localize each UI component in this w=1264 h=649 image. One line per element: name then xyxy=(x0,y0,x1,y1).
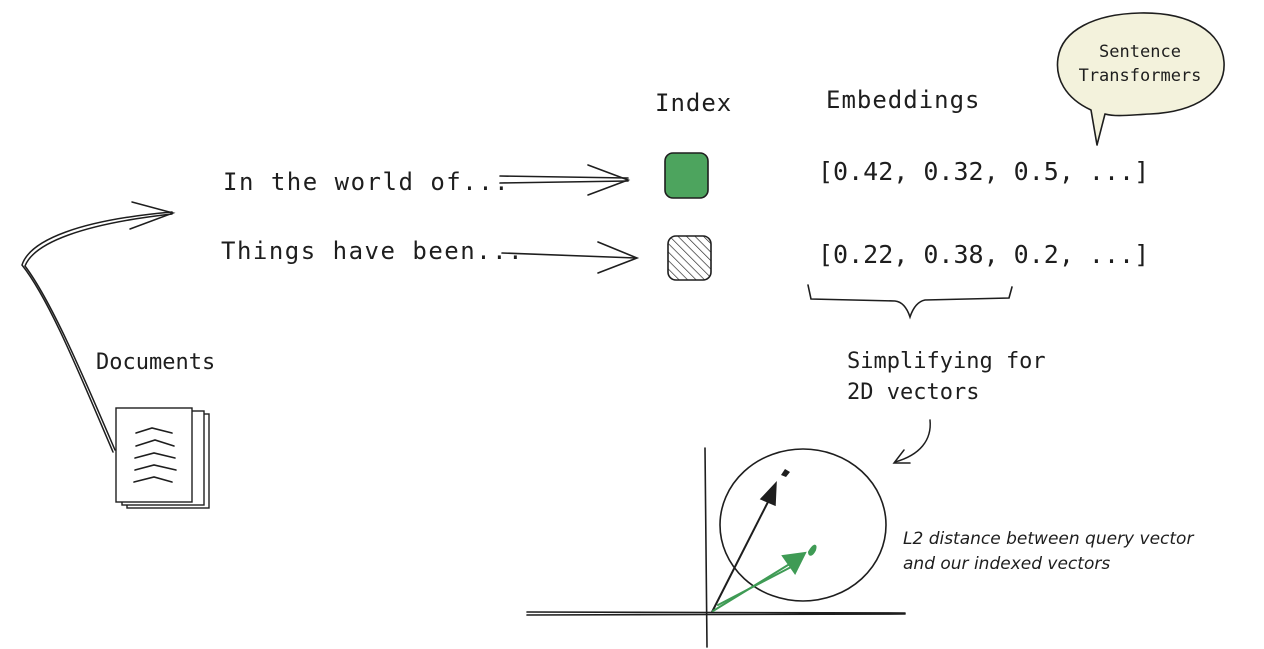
embedding-vector-1: [0.42, 0.32, 0.5, ...] xyxy=(818,157,1150,186)
document-stack-icon xyxy=(115,407,210,509)
simplifying-note: Simplifying for 2D vectors xyxy=(847,346,1046,408)
bubble-text: Sentence Transformers xyxy=(1070,40,1210,88)
curly-brace-icon xyxy=(807,284,1013,320)
sentence-2: Things have been... xyxy=(221,237,525,265)
index-box-solid xyxy=(664,152,709,199)
distance-circle xyxy=(719,448,887,602)
l2-note-line-1: L2 distance between query vector xyxy=(903,529,1194,549)
speech-bubble-icon xyxy=(1056,12,1225,146)
l2-distance-note: L2 distance between query vector and our… xyxy=(903,527,1193,577)
curved-arrow-icon xyxy=(21,201,176,453)
bubble-line-1: Sentence xyxy=(1099,42,1181,62)
simplifying-line-2: 2D vectors xyxy=(847,380,980,405)
index-box-hatched xyxy=(667,235,712,281)
arrow-icon xyxy=(501,241,640,274)
bubble-line-2: Transformers xyxy=(1078,66,1202,86)
sentence-1: In the world of... xyxy=(223,168,511,196)
arrow-icon xyxy=(499,164,631,196)
embeddings-header: Embeddings xyxy=(826,86,981,114)
simplifying-line-1: Simplifying for xyxy=(847,349,1046,374)
embedding-vector-2: [0.22, 0.38, 0.2, ...] xyxy=(818,240,1150,269)
index-header: Index xyxy=(655,89,733,117)
coordinate-axes-icon xyxy=(526,447,906,648)
arrow-icon xyxy=(892,419,931,464)
l2-note-line-2: and our indexed vectors xyxy=(903,554,1111,574)
documents-label: Documents xyxy=(96,350,216,375)
indexed-vector xyxy=(712,544,817,612)
query-vector xyxy=(711,469,790,613)
